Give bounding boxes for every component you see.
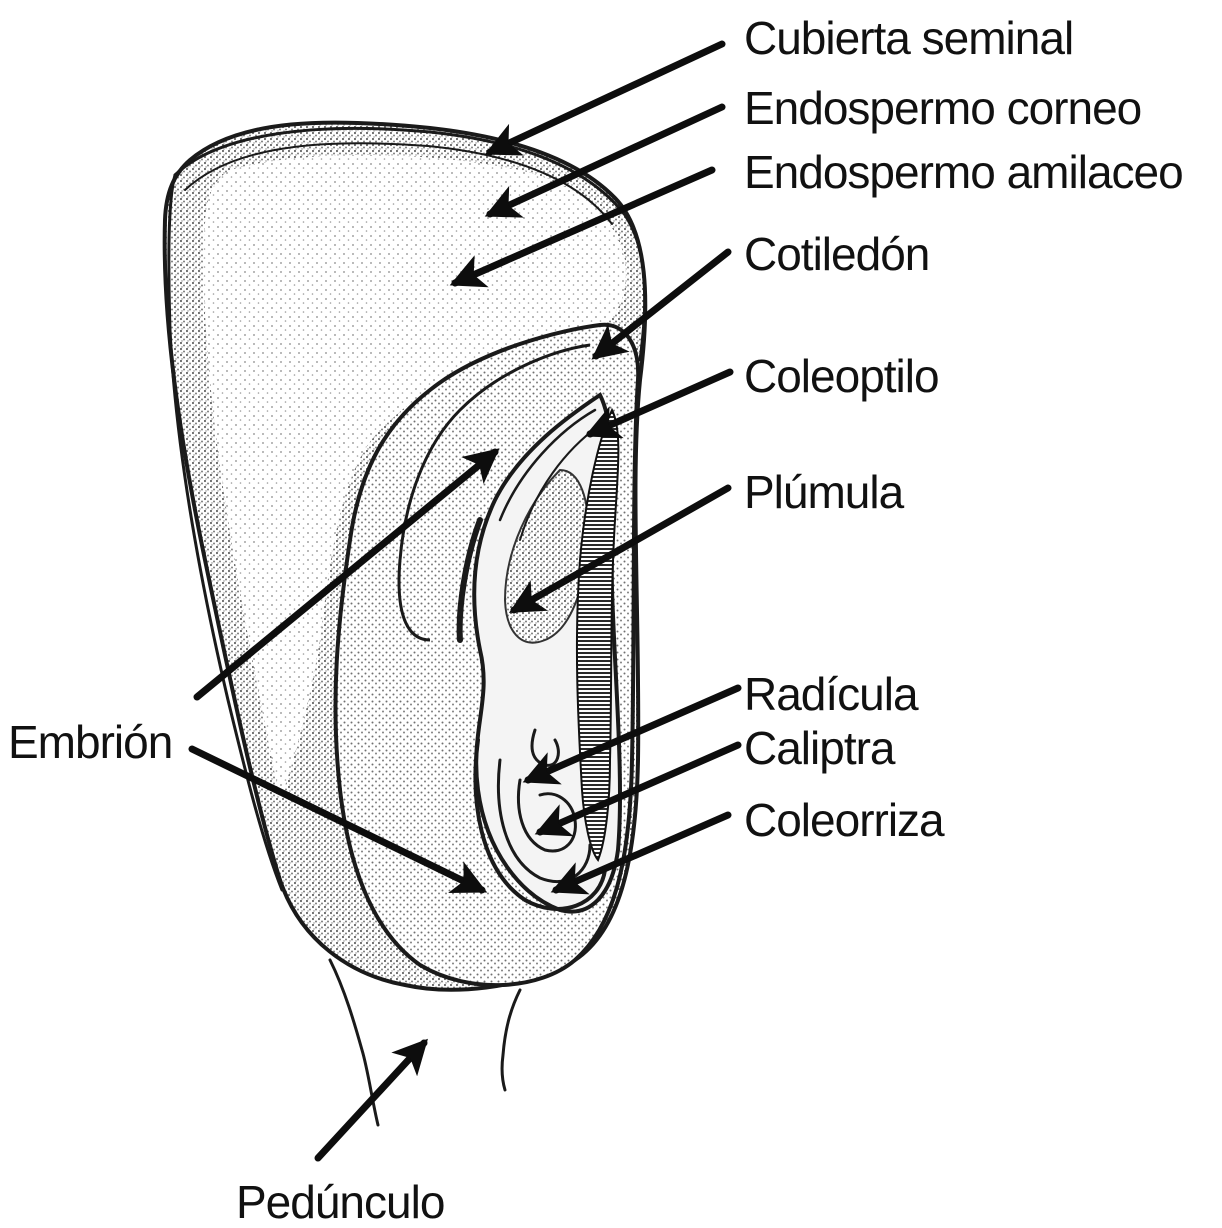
label-radicula: Radícula bbox=[744, 668, 919, 720]
arrow-pedunculo bbox=[318, 1043, 424, 1158]
label-cotiledon: Cotiledón bbox=[744, 228, 929, 280]
peduncle-right bbox=[502, 990, 520, 1090]
label-cubierta-seminal: Cubierta seminal bbox=[744, 12, 1073, 64]
label-plumula: Plúmula bbox=[744, 466, 905, 518]
label-embrion: Embrión bbox=[8, 716, 172, 768]
label-caliptra: Caliptra bbox=[744, 722, 896, 774]
label-coleorriza: Coleorriza bbox=[744, 794, 945, 846]
label-endospermo-corneo: Endospermo corneo bbox=[744, 82, 1141, 134]
arrow-cubierta-seminal bbox=[490, 44, 722, 152]
label-coleoptilo: Coleoptilo bbox=[744, 350, 939, 402]
label-pedunculo: Pedúnculo bbox=[236, 1176, 444, 1228]
label-endospermo-amilaceo: Endospermo amilaceo bbox=[744, 146, 1183, 198]
kernel-body bbox=[165, 123, 646, 1125]
